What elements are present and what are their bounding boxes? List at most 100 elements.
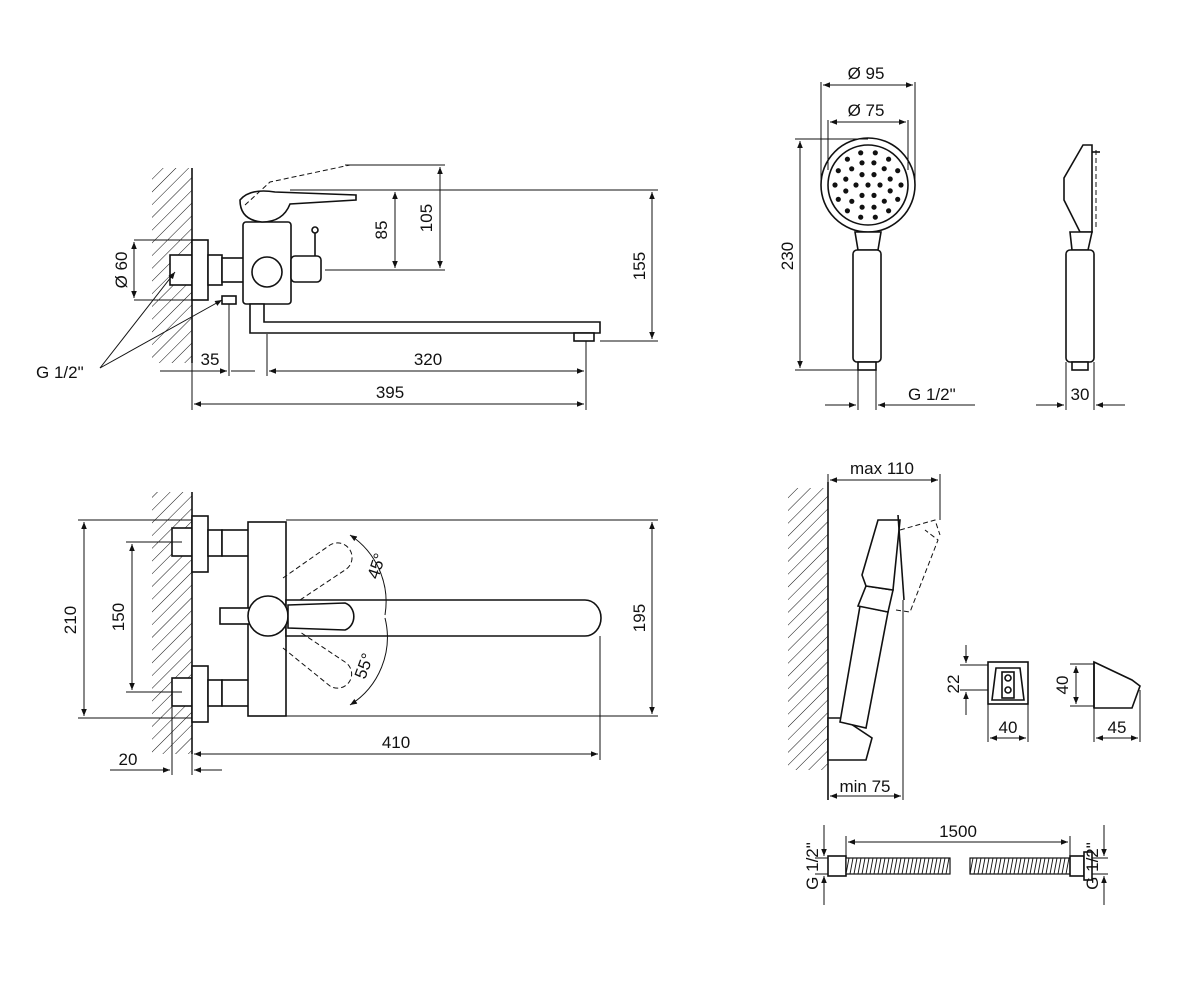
dim-hose-thread-left: G 1/2" (803, 842, 822, 890)
nozzle-dot (886, 208, 892, 214)
nozzle-dot (844, 208, 851, 214)
hose-winding (1037, 857, 1042, 875)
hand-shower-side: 30 (1036, 144, 1125, 410)
hose-winding (877, 857, 882, 875)
dim-w30: 30 (1071, 385, 1090, 404)
nozzle-dot (881, 166, 887, 172)
hose-winding (909, 857, 914, 875)
dim-h40: 40 (1053, 676, 1072, 695)
nozzle-dot (895, 168, 901, 174)
dim-w395: 395 (376, 383, 404, 402)
dim-h230: 230 (778, 242, 797, 270)
hose-winding (969, 857, 974, 875)
hose-winding (1049, 857, 1054, 875)
dim-h150: 150 (109, 603, 128, 631)
holder-side: 40 45 (1053, 660, 1141, 742)
hose-winding (861, 857, 866, 875)
shower-nozzles (832, 150, 904, 220)
dim-h155: 155 (630, 252, 649, 280)
hose-winding (977, 857, 982, 875)
hose-winding (865, 857, 870, 875)
nozzle-dot (843, 188, 849, 194)
dim-h195: 195 (630, 604, 649, 632)
dim-hose-length: 1500 (939, 822, 977, 841)
hose-winding (885, 857, 890, 875)
hose-winding (1025, 857, 1030, 875)
dim-h105: 105 (417, 204, 436, 232)
hose-winding (845, 857, 850, 875)
wall-hatch-holder (788, 488, 828, 770)
hose-winding (873, 857, 878, 875)
lever-knob (247, 595, 289, 637)
nozzle-dot (872, 150, 878, 156)
hose-winding (869, 857, 874, 875)
nozzle-dot (859, 204, 865, 210)
hose-winding (1017, 857, 1022, 875)
nozzle-dot (859, 160, 865, 166)
hose-winding (981, 857, 986, 875)
hose-winding (901, 857, 906, 875)
hose-winding (941, 857, 946, 875)
dim-a55: 55° (351, 651, 378, 682)
hose-winding (893, 857, 898, 875)
lever-handle (239, 190, 357, 223)
dim-thread-shower: G 1/2" (908, 385, 956, 404)
hose-winding (857, 857, 862, 875)
hose-winding (913, 857, 918, 875)
hose-coil-left (845, 857, 951, 875)
nozzle-dot (853, 182, 859, 188)
hose-winding (985, 857, 990, 875)
dim-hose-thread-right: G 1/2" (1083, 842, 1102, 890)
nozzle-dot (849, 198, 855, 204)
hose-winding (989, 857, 994, 875)
hose-winding (933, 857, 938, 875)
nozzle-dot (881, 198, 887, 204)
hose-winding (1001, 857, 1006, 875)
nozzle-dot (844, 156, 851, 162)
nozzle-dot (887, 188, 893, 194)
hose-winding (937, 857, 942, 875)
nozzle-dot (871, 204, 877, 210)
nozzle-dot (835, 196, 841, 202)
dim-w320: 320 (414, 350, 442, 369)
hose-winding (917, 857, 922, 875)
wall-holder (827, 717, 873, 761)
hose-winding (1065, 857, 1070, 875)
dim-w40a: 40 (999, 718, 1018, 737)
dim-h210: 210 (61, 606, 80, 634)
nozzle-dot (832, 182, 838, 188)
dim-max: max 110 (850, 459, 914, 478)
hose-winding (993, 857, 998, 875)
dim-d95: Ø 95 (848, 64, 885, 83)
hose-coil-right (969, 857, 1071, 875)
dim-w20: 20 (119, 750, 138, 769)
dim-thread-side: G 1/2" (36, 363, 84, 382)
nozzle-dot (835, 168, 841, 174)
dim-w45: 45 (1108, 718, 1127, 737)
nozzle-dot (865, 182, 871, 188)
hose-winding (921, 857, 926, 875)
hose-winding (1009, 857, 1014, 875)
holder-front: 22 40 (944, 645, 1029, 742)
holder-view: max 110 min 75 (788, 459, 941, 800)
hose-winding (1057, 857, 1062, 875)
nozzle-dot (895, 196, 901, 202)
nozzle-dot (858, 214, 864, 220)
hose-winding (1041, 857, 1046, 875)
nozzle-dot (898, 182, 904, 188)
hose-winding (925, 857, 930, 875)
nozzle-dot (858, 150, 864, 156)
nozzle-dot (871, 172, 877, 178)
dim-h85: 85 (372, 221, 391, 240)
hose-winding (1021, 857, 1026, 875)
side-view: Ø 60 85 105 155 35 320 395 G 1/2" (36, 164, 658, 410)
nozzle-dot (859, 172, 865, 178)
dim-d75: Ø 75 (848, 101, 885, 120)
hose-winding (897, 857, 902, 875)
hose-winding (849, 857, 854, 875)
hose-winding (1029, 857, 1034, 875)
nozzle-dot (871, 192, 877, 198)
dim-w35: 35 (201, 350, 220, 369)
nozzle-dot (877, 182, 883, 188)
